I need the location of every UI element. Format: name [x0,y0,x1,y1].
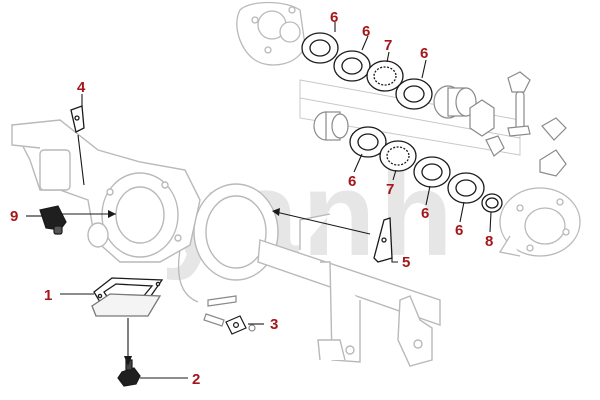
callout-6d: 6 [348,173,356,190]
callout-3: 3 [270,316,278,333]
washer-3 [225,315,256,335]
callout-8: 8 [485,233,493,250]
diff-housing-left [10,119,201,263]
callout-1: 1 [44,287,52,304]
callout-2: 2 [192,371,200,388]
callout-7b: 7 [386,181,394,198]
callout-7a: 7 [384,37,392,54]
clutch-plate-7b [379,140,417,172]
spider-gears [469,71,567,177]
leader-lines [26,22,492,379]
friction-disc-6b [333,50,371,82]
sensor-9 [39,205,67,235]
bolt-2 [117,359,141,387]
cover-gasket-1 [91,277,164,317]
callout-6b: 6 [362,23,370,40]
callout-5: 5 [402,254,410,271]
callout-6c: 6 [420,45,428,62]
arrow-heads [108,208,280,366]
strap-5 [373,217,393,263]
friction-disc-6e [413,156,451,188]
friction-disc-6c [395,78,433,110]
clutch-plate-7a [366,60,404,92]
callout-labels: 6 6 7 6 4 9 6 7 6 6 8 5 1 3 2 [10,9,493,388]
bracket-4 [70,105,85,133]
axle-housing [193,183,441,367]
callout-4: 4 [77,79,86,96]
studs [203,295,237,327]
differential-housing-upper [236,1,321,66]
callout-6f: 6 [455,222,463,239]
friction-disc-6f [447,172,485,204]
callout-9: 9 [10,208,18,225]
friction-disc-6d [349,126,387,158]
differential-carrier [498,187,581,257]
callout-6a: 6 [330,9,338,26]
breather-cable [177,249,199,303]
friction-disc-6a [301,32,339,64]
callout-6e: 6 [421,205,429,222]
shim-ring-8 [481,193,503,213]
side-gear-lower [313,111,349,141]
